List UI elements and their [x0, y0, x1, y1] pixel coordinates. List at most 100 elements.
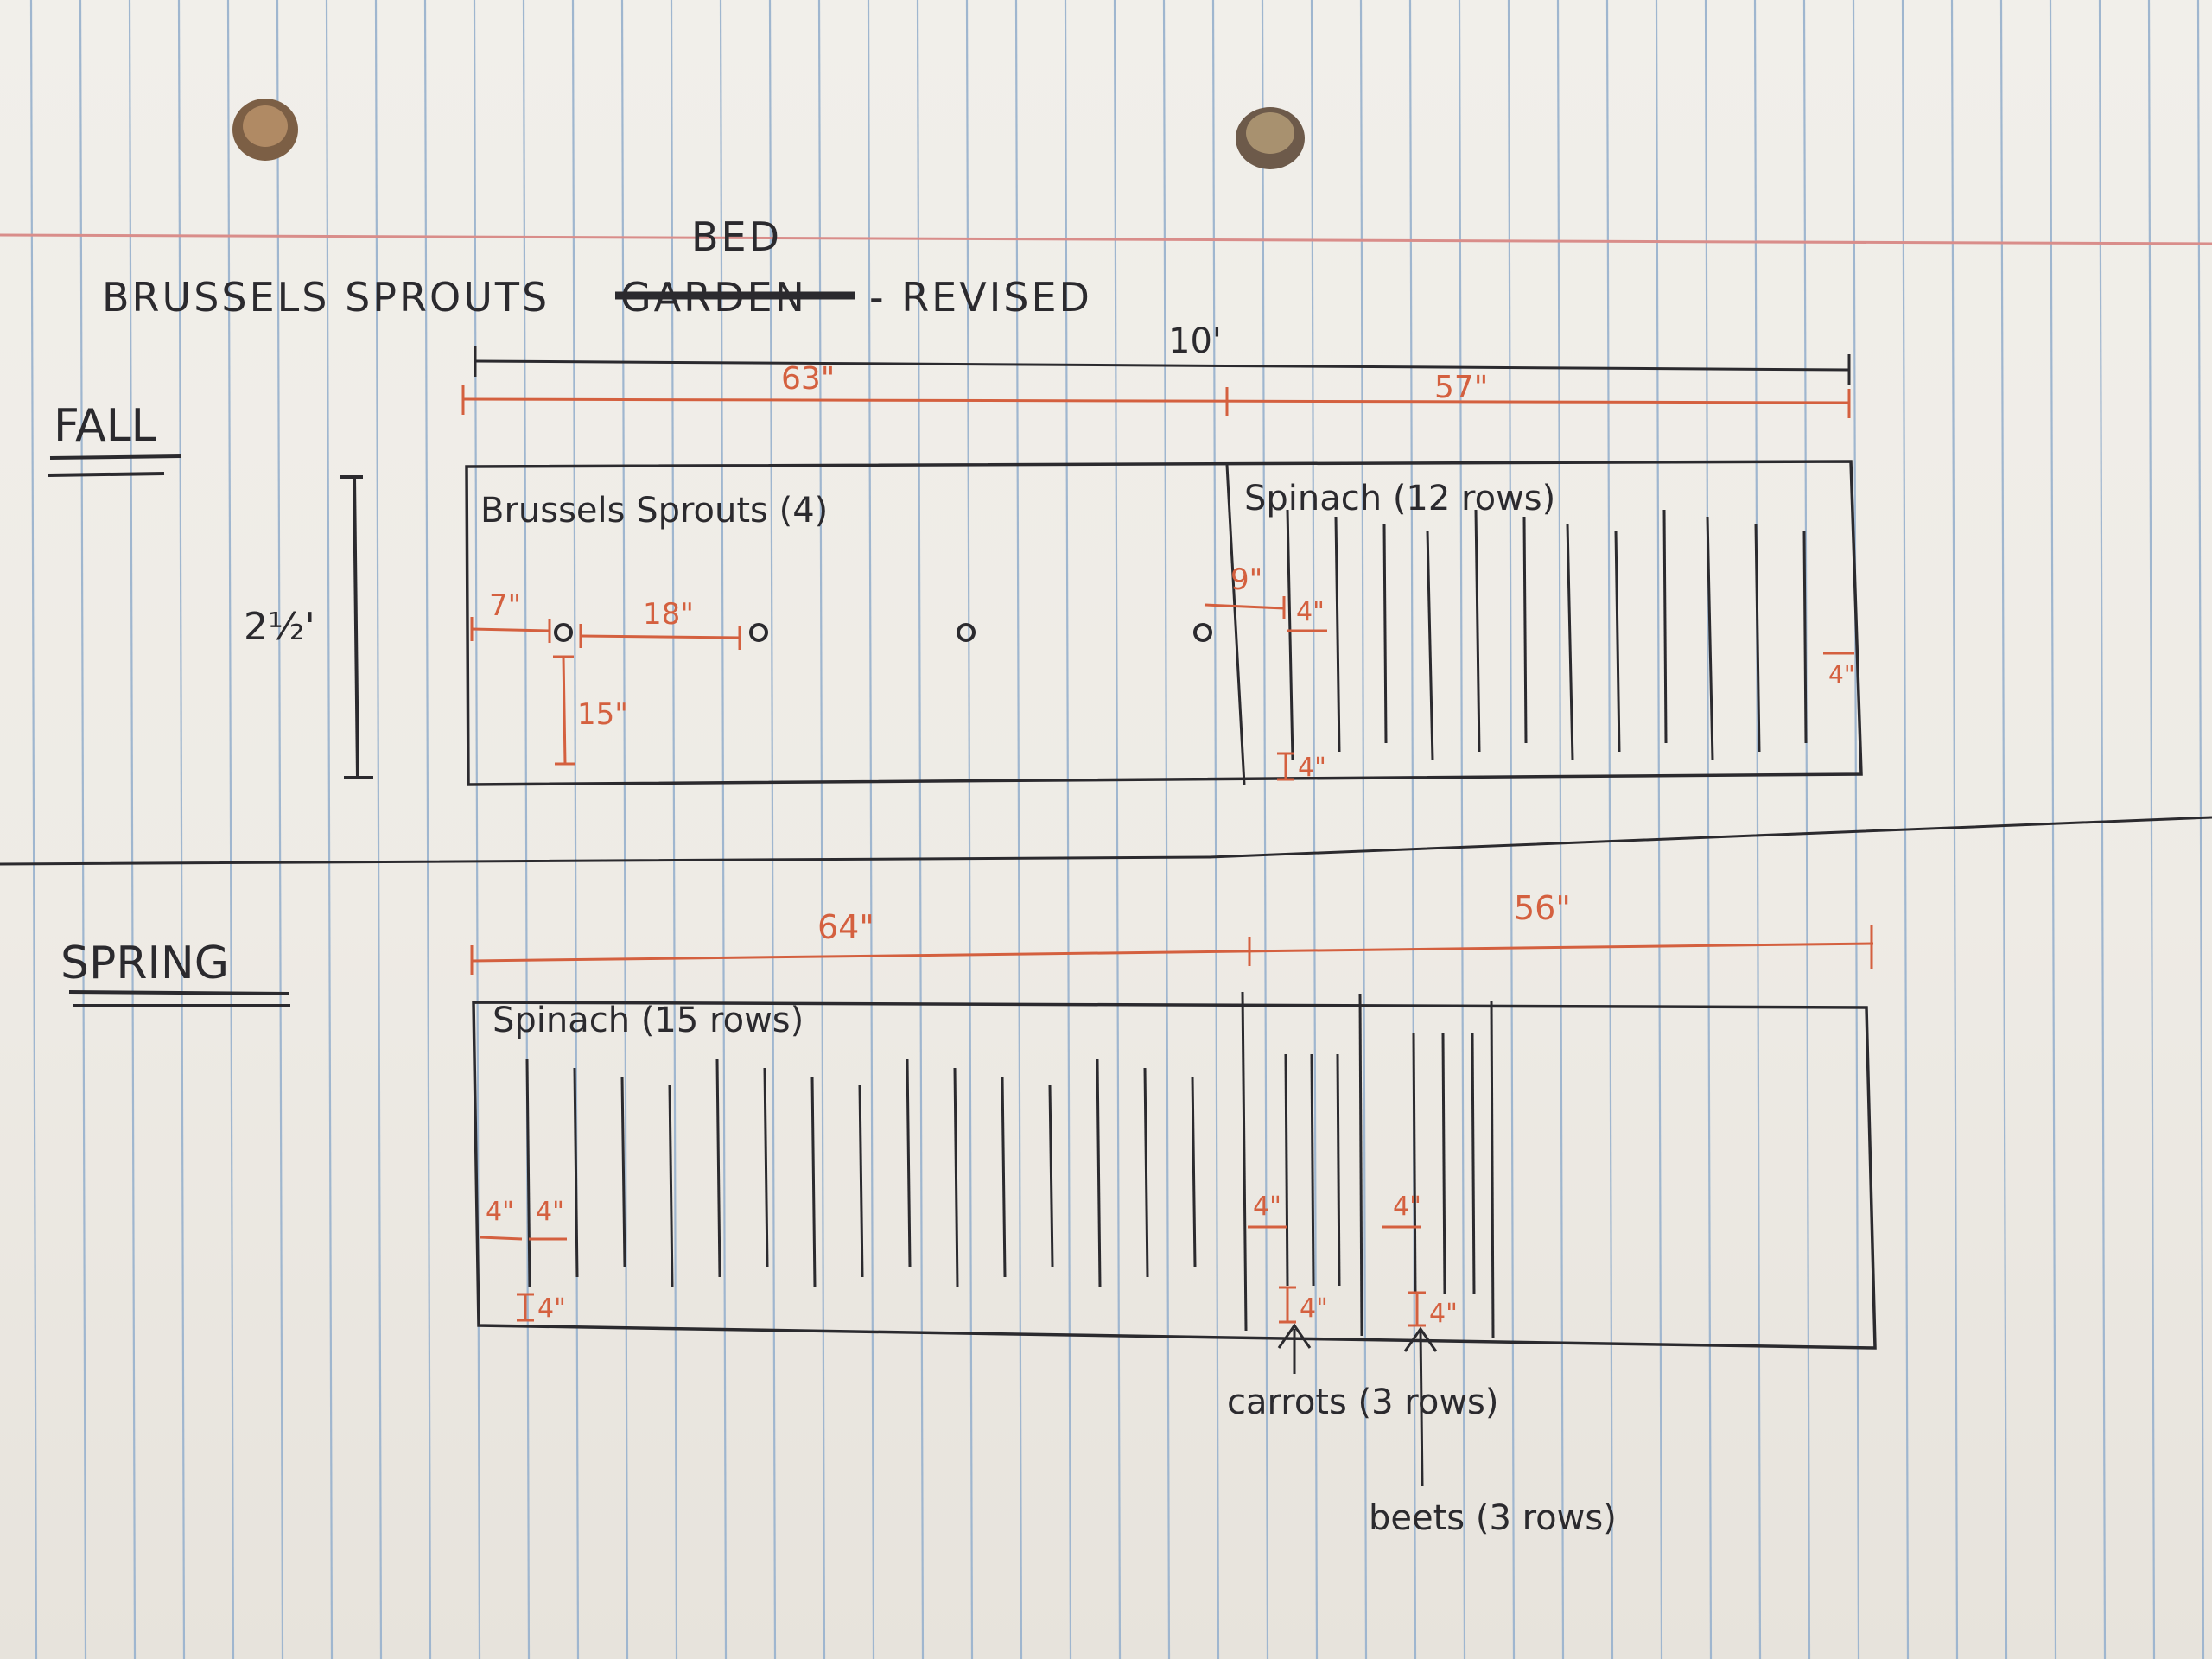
spinach-row [1334, 516, 1341, 753]
punch-holes [232, 99, 1305, 169]
arrow-up-icon [1403, 1326, 1438, 1352]
spinach-row [1522, 516, 1528, 744]
rule-line [1655, 0, 1663, 1659]
spinach-row [810, 1076, 817, 1288]
rule-line [522, 0, 531, 1659]
brussels-sprout-plant [957, 623, 976, 642]
carrots-callout: carrots (3 rows) [1227, 1323, 1499, 1422]
rule-line [768, 0, 777, 1659]
rule-line [79, 0, 87, 1659]
rule-line [423, 0, 432, 1659]
rule-line [1359, 0, 1368, 1659]
title-prefix: BRUSSELS SPROUTS [102, 274, 550, 321]
fall-spinach-label: Spinach (12 rows) [1244, 479, 1555, 518]
rule-line [1064, 0, 1072, 1659]
rule-line [1408, 0, 1417, 1659]
fall-end-margin-label: 4" [1828, 660, 1855, 689]
carrot-row [1336, 1053, 1341, 1287]
spinach-row [1614, 530, 1621, 753]
rule-line [374, 0, 383, 1659]
spinach-row [1286, 509, 1294, 761]
spring-bottom-margin-label: 4" [537, 1294, 566, 1324]
rule-line [1162, 0, 1171, 1659]
notebook-rule-lines [29, 0, 2205, 1659]
spring-spinach-label: Spinach (15 rows) [493, 1001, 804, 1040]
rule-line [571, 0, 580, 1659]
rule-line [1802, 0, 1811, 1659]
spinach-row [1048, 1084, 1054, 1268]
rule-line [1014, 0, 1023, 1659]
rule-line [1507, 0, 1516, 1659]
red-margin-line [0, 233, 2212, 245]
fall-bed-divider [1225, 464, 1246, 785]
fall-split-left-label: 63" [781, 361, 835, 397]
rule-line [620, 0, 629, 1659]
beets-label: beets (3 rows) [1369, 1498, 1617, 1538]
spring-split-left-label: 64" [817, 908, 874, 946]
brussels-sprouts-label: Brussels Sprouts (4) [480, 491, 828, 531]
height-label: 2½' [244, 605, 315, 649]
spinach-row [1566, 523, 1574, 761]
spring-red-dimensions: 4" 4" 4" 4" 4" 4" 4" [480, 1192, 1458, 1329]
rule-line [1211, 0, 1220, 1659]
beet-row [1412, 1033, 1417, 1295]
title-inserted-word: BED [691, 213, 782, 260]
spring-heading: SPRING [60, 938, 229, 989]
brussels-sprout-plants [554, 623, 1212, 642]
rule-line [473, 0, 481, 1659]
spring-edge-margin-label: 4" [486, 1197, 514, 1227]
sprout-marker-icon [554, 623, 573, 642]
title: BRUSSELS SPROUTS GARDEN BED - REVISED [102, 213, 1092, 321]
beet-rows [1412, 1033, 1476, 1295]
rule-line [1852, 0, 1860, 1659]
spring-section: SPRING 64" 56" Spinach (15 rows) 4" 4" 4… [60, 889, 1877, 1538]
spring-split-line [471, 942, 1874, 963]
section-divider [0, 816, 2212, 866]
rule-line [965, 0, 974, 1659]
overall-width-label: 10' [1168, 321, 1222, 361]
rule-line [177, 0, 186, 1659]
sprout-marker-icon [749, 623, 768, 642]
sprout-marker-icon [957, 623, 976, 642]
height-line [353, 476, 359, 779]
rule-line [719, 0, 728, 1659]
carrot-row [1310, 1053, 1315, 1287]
spinach-row [620, 1076, 626, 1268]
spinach-row [1754, 523, 1761, 753]
spinach-row [525, 1058, 531, 1288]
spinach-row [906, 1058, 912, 1268]
spinach-row [858, 1084, 864, 1278]
rule-line [128, 0, 137, 1659]
beet-spacing-label: 4" [1393, 1192, 1421, 1222]
spinach-row [1191, 1076, 1197, 1268]
rule-line [916, 0, 925, 1659]
rule-line [1704, 0, 1713, 1659]
rule-line [2098, 0, 2107, 1659]
fall-bottom-margin-label: 4" [1298, 753, 1326, 783]
rule-line [325, 0, 334, 1659]
spring-spinach-rows [525, 1058, 1197, 1288]
spring-row-spacing-label: 4" [536, 1197, 564, 1227]
beet-row [1471, 1033, 1476, 1295]
rule-line [670, 0, 678, 1659]
spring-split-right-label: 56" [1514, 889, 1571, 927]
brussels-sprout-plant [1193, 623, 1212, 642]
spinach-row [763, 1067, 769, 1268]
carrots-label: carrots (3 rows) [1227, 1382, 1499, 1422]
rule-line [226, 0, 235, 1659]
carrot-rows [1284, 1053, 1341, 1287]
spinach-row [1802, 530, 1808, 744]
spring-divider-3 [1490, 1000, 1495, 1338]
carrot-spacing-label: 4" [1253, 1192, 1281, 1222]
gap-to-spinach-label: 9" [1230, 563, 1262, 597]
beet-bottom-label: 4" [1429, 1299, 1458, 1329]
rule-line [1999, 0, 2008, 1659]
rule-line [2196, 0, 2205, 1659]
fall-bed-outline [465, 460, 1863, 786]
brussels-sprout-plant [554, 623, 573, 642]
sprout-depth-label: 15" [577, 697, 628, 732]
spinach-row [1001, 1076, 1007, 1278]
title-suffix: - REVISED [869, 274, 1092, 321]
